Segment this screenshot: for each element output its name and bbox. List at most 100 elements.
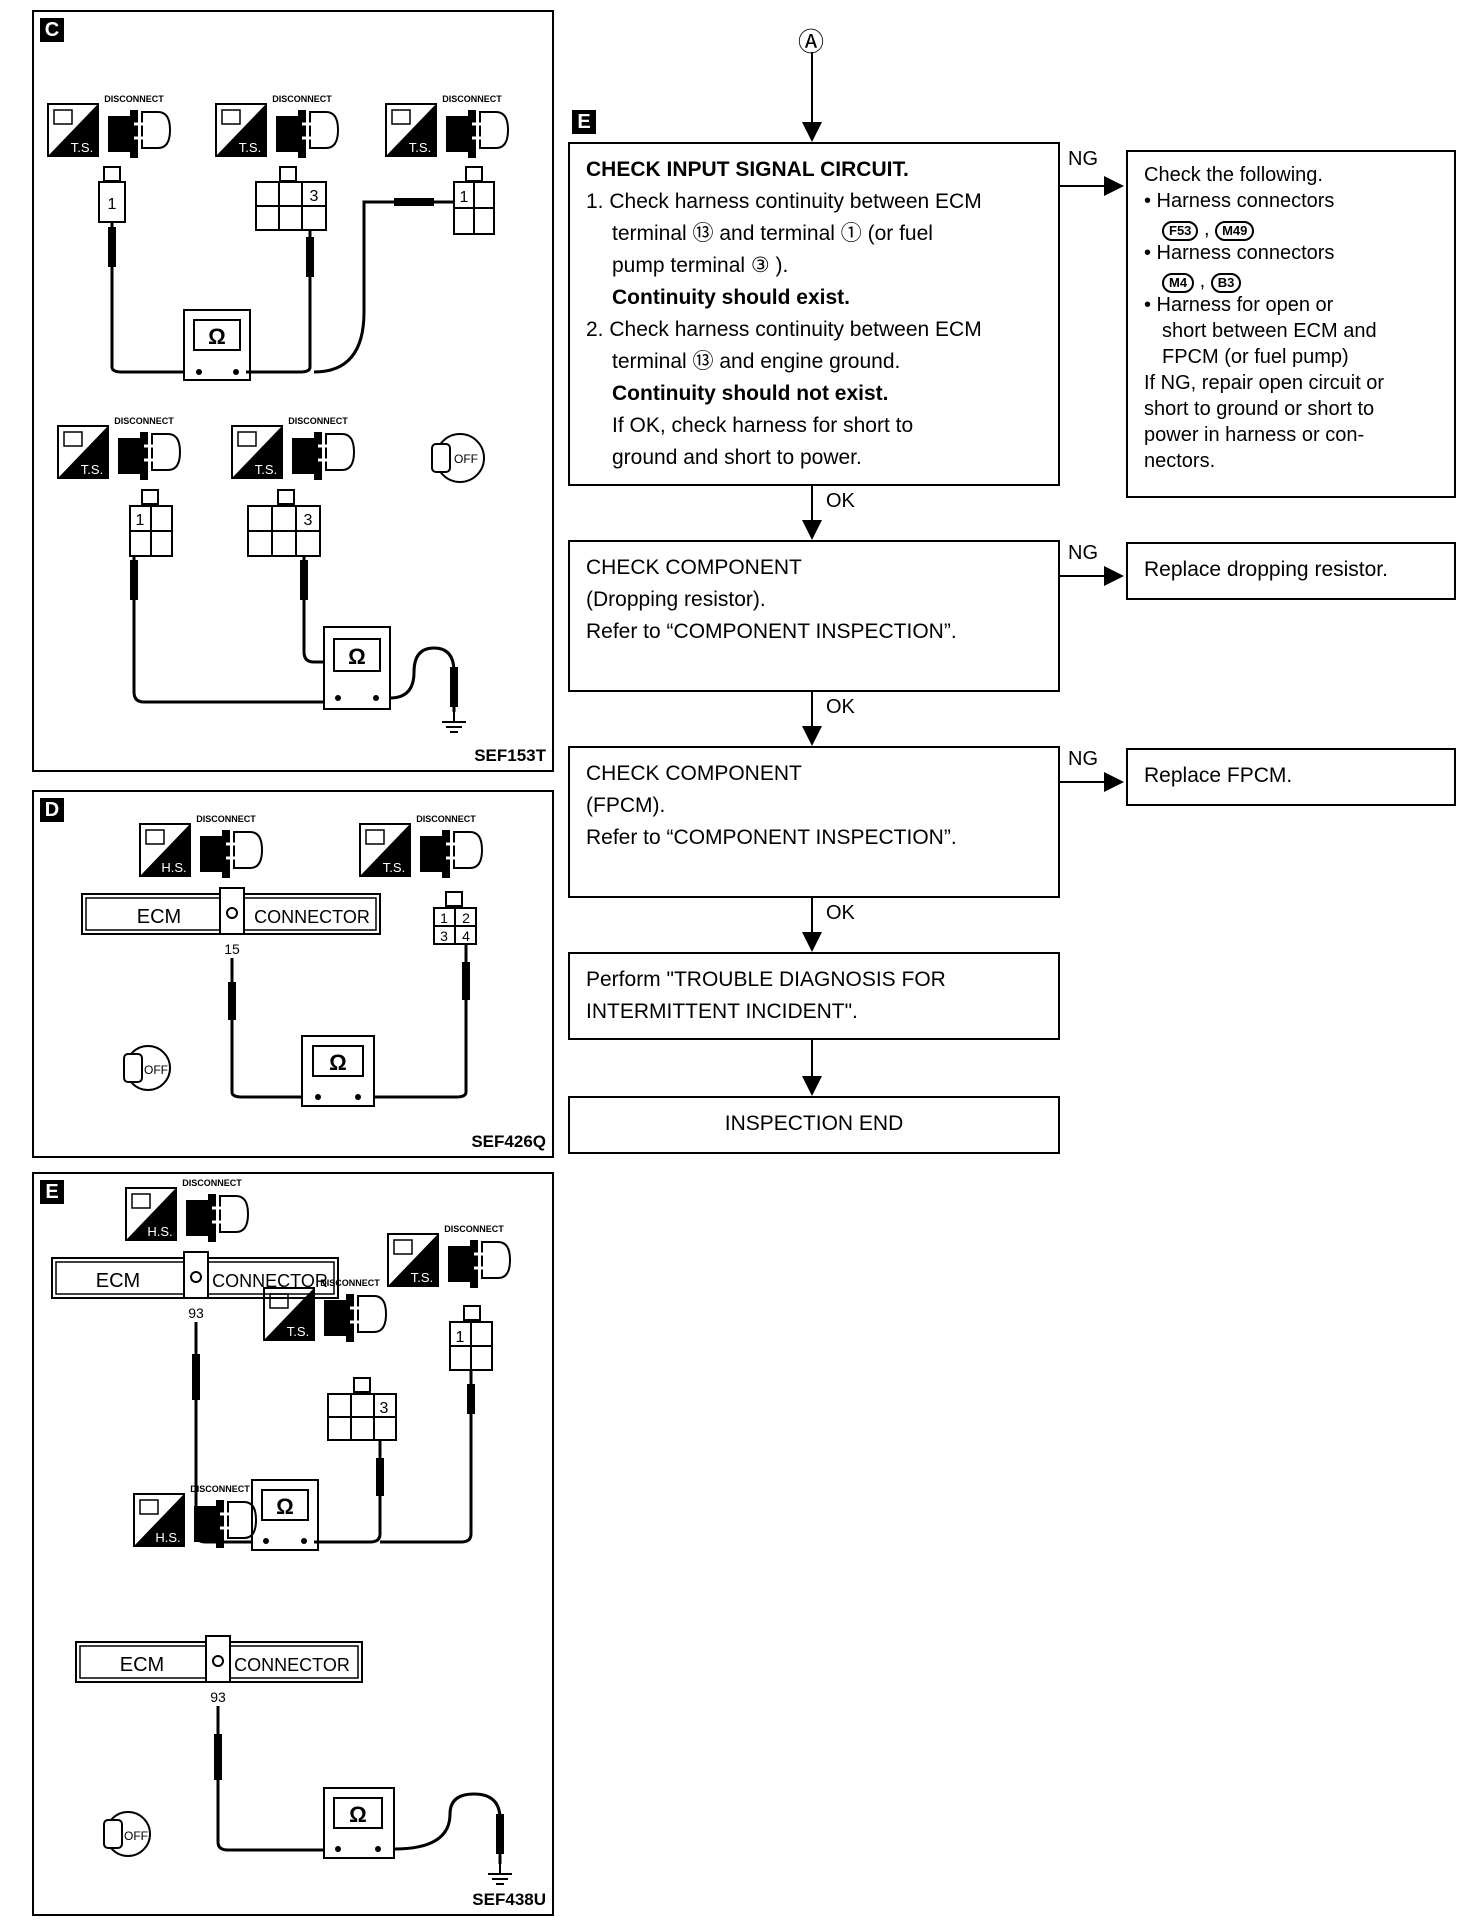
hs-disconnect-icon: H.S. DISCONNECT bbox=[139, 814, 264, 878]
svg-text:3: 3 bbox=[380, 1400, 389, 1417]
connector-6pin: 3 bbox=[255, 166, 327, 231]
ts-disconnect-icon: T.S. DISCONNECT bbox=[231, 416, 356, 480]
svg-text:CONNECTOR: CONNECTOR bbox=[254, 907, 370, 927]
ng-line: short to ground or short to bbox=[1144, 398, 1375, 420]
box-line: INTERMITTENT INCIDENT". bbox=[586, 1000, 858, 1023]
svg-text:T.S.: T.S. bbox=[287, 1324, 309, 1339]
connector-code: M4 bbox=[1162, 273, 1195, 293]
ng-label: NG bbox=[1068, 148, 1098, 170]
svg-text:ECM: ECM bbox=[120, 1654, 164, 1676]
svg-text:CONNECTOR: CONNECTOR bbox=[234, 1655, 350, 1675]
svg-text:T.S.: T.S. bbox=[71, 140, 93, 155]
svg-text:3: 3 bbox=[304, 512, 313, 529]
box-line: Refer to “COMPONENT INSPECTION”. bbox=[586, 826, 957, 849]
box-title: CHECK INPUT SIGNAL CIRCUIT. bbox=[586, 158, 909, 181]
connector-marker-a: Ⓐ bbox=[798, 27, 825, 57]
ng-line: • Harness connectors bbox=[1144, 242, 1335, 264]
connector-6pin-b: 3 bbox=[247, 489, 321, 557]
step-label: E bbox=[572, 110, 596, 134]
svg-text:Ω: Ω bbox=[348, 644, 366, 669]
svg-text:Ω: Ω bbox=[329, 1050, 347, 1075]
ts-disconnect-icon: T.S. DISCONNECT bbox=[57, 416, 182, 480]
svg-text:ECM: ECM bbox=[96, 1270, 140, 1292]
svg-text:2: 2 bbox=[462, 910, 470, 926]
connector-4pin: 1 bbox=[453, 166, 495, 235]
figure-id: SEF153T bbox=[474, 746, 546, 765]
svg-text:4: 4 bbox=[462, 928, 470, 944]
diagram-e: H.S.DISCONNECTT.S.DISCONNECTT.S.DISCONNE… bbox=[51, 1178, 512, 1885]
svg-text:93: 93 bbox=[210, 1689, 226, 1705]
box-line: Perform "TROUBLE DIAGNOSIS FOR bbox=[586, 968, 946, 991]
ignition-off-icon: OFF bbox=[431, 433, 485, 483]
ok-label: OK bbox=[826, 696, 855, 718]
trouble-diagnosis-box: Perform "TROUBLE DIAGNOSIS FOR INTERMITT… bbox=[568, 952, 1060, 1040]
ohmmeter-e2: Ω bbox=[323, 1787, 395, 1859]
ohmmeter: Ω bbox=[183, 309, 251, 381]
box-line: CHECK COMPONENT bbox=[586, 762, 802, 785]
diagram-c: T.S. DISCONNECT T.S. DISCONNECT T.S. DISCONNE… bbox=[47, 94, 510, 733]
box-line: Replace FPCM. bbox=[1144, 764, 1293, 787]
svg-text:DISCONNECT: DISCONNECT bbox=[288, 416, 348, 426]
svg-text:DISCONNECT: DISCONNECT bbox=[104, 94, 164, 104]
svg-text:3: 3 bbox=[310, 188, 319, 205]
ng-label: NG bbox=[1068, 748, 1098, 770]
ignition-off-icon: OFF bbox=[103, 1811, 151, 1857]
svg-text:T.S.: T.S. bbox=[81, 462, 103, 477]
svg-text:DISCONNECT: DISCONNECT bbox=[272, 94, 332, 104]
ng-line: • Harness for open or bbox=[1144, 294, 1334, 316]
check-following-box: Check the following. • Harness connector… bbox=[1126, 150, 1456, 498]
figure-id: SEF426Q bbox=[471, 1132, 546, 1151]
svg-text:OFF: OFF bbox=[144, 1063, 168, 1077]
svg-text:Ω: Ω bbox=[349, 1802, 367, 1827]
ecm-connector: ECM CONNECTOR bbox=[81, 887, 381, 935]
ng-line: nectors. bbox=[1144, 450, 1216, 472]
ng-label: NG bbox=[1068, 542, 1098, 564]
ng-line: If NG, repair open circuit or bbox=[1144, 372, 1385, 394]
ng-line: FPCM (or fuel pump) bbox=[1162, 346, 1349, 368]
box-line: Replace dropping resistor. bbox=[1144, 558, 1388, 581]
ok-label: OK bbox=[826, 490, 855, 512]
ng-line: short between ECM and bbox=[1162, 320, 1377, 342]
ts-disconnect-icon: T.S.DISCONNECT bbox=[215, 94, 340, 158]
svg-text:ECM: ECM bbox=[137, 906, 181, 928]
connector-codes: M4 , B3 bbox=[1162, 268, 1242, 294]
ng-line: • Harness connectors bbox=[1144, 190, 1335, 212]
panel-label: E bbox=[40, 1180, 64, 1204]
inspection-end-box: INSPECTION END bbox=[568, 1096, 1060, 1154]
svg-text:Ω: Ω bbox=[208, 324, 226, 349]
ohmmeter-d: Ω bbox=[301, 1035, 375, 1107]
svg-text:DISCONNECT: DISCONNECT bbox=[114, 416, 174, 426]
ok-label: OK bbox=[826, 902, 855, 924]
svg-text:1: 1 bbox=[456, 1329, 465, 1346]
connector-code: B3 bbox=[1210, 273, 1242, 293]
svg-text:H.S.: H.S. bbox=[161, 860, 186, 875]
box-line: 2. Check harness continuity between ECM bbox=[586, 318, 982, 341]
connector-codes: F53 , M49 bbox=[1162, 216, 1255, 242]
svg-text:H.S.: H.S. bbox=[147, 1224, 172, 1239]
svg-text:DISCONNECT: DISCONNECT bbox=[320, 1278, 380, 1288]
connector-4pin-e: 1 bbox=[449, 1305, 493, 1371]
box-line: Refer to “COMPONENT INSPECTION”. bbox=[586, 620, 957, 643]
check-dropping-resistor-box: CHECK COMPONENT (Dropping resistor). Ref… bbox=[568, 540, 1060, 692]
ng-line: Check the following. bbox=[1144, 164, 1323, 186]
svg-text:1: 1 bbox=[460, 189, 469, 206]
box-line: (Dropping resistor). bbox=[586, 588, 766, 611]
svg-text:DISCONNECT: DISCONNECT bbox=[182, 1178, 242, 1188]
connector-code: M49 bbox=[1215, 221, 1255, 241]
connector-4pin-b: 1 bbox=[129, 489, 173, 557]
svg-text:T.S.: T.S. bbox=[255, 462, 277, 477]
connector-1pin: 1 bbox=[98, 166, 126, 223]
svg-text:1: 1 bbox=[136, 512, 145, 529]
svg-text:DISCONNECT: DISCONNECT bbox=[442, 94, 502, 104]
svg-text:T.S.: T.S. bbox=[383, 860, 405, 875]
svg-text:Ω: Ω bbox=[276, 1494, 294, 1519]
svg-text:1: 1 bbox=[108, 196, 117, 213]
svg-text:DISCONNECT: DISCONNECT bbox=[196, 814, 256, 824]
box-line: Continuity should not exist. bbox=[612, 382, 889, 405]
ts-disconnect-icon: T.S.DISCONNECT bbox=[385, 94, 510, 158]
box-line: (FPCM). bbox=[586, 794, 666, 817]
svg-text:OFF: OFF bbox=[454, 452, 478, 466]
ts-disconnect-icon: T.S. DISCONNECT bbox=[47, 94, 172, 158]
svg-text:DISCONNECT: DISCONNECT bbox=[190, 1484, 250, 1494]
